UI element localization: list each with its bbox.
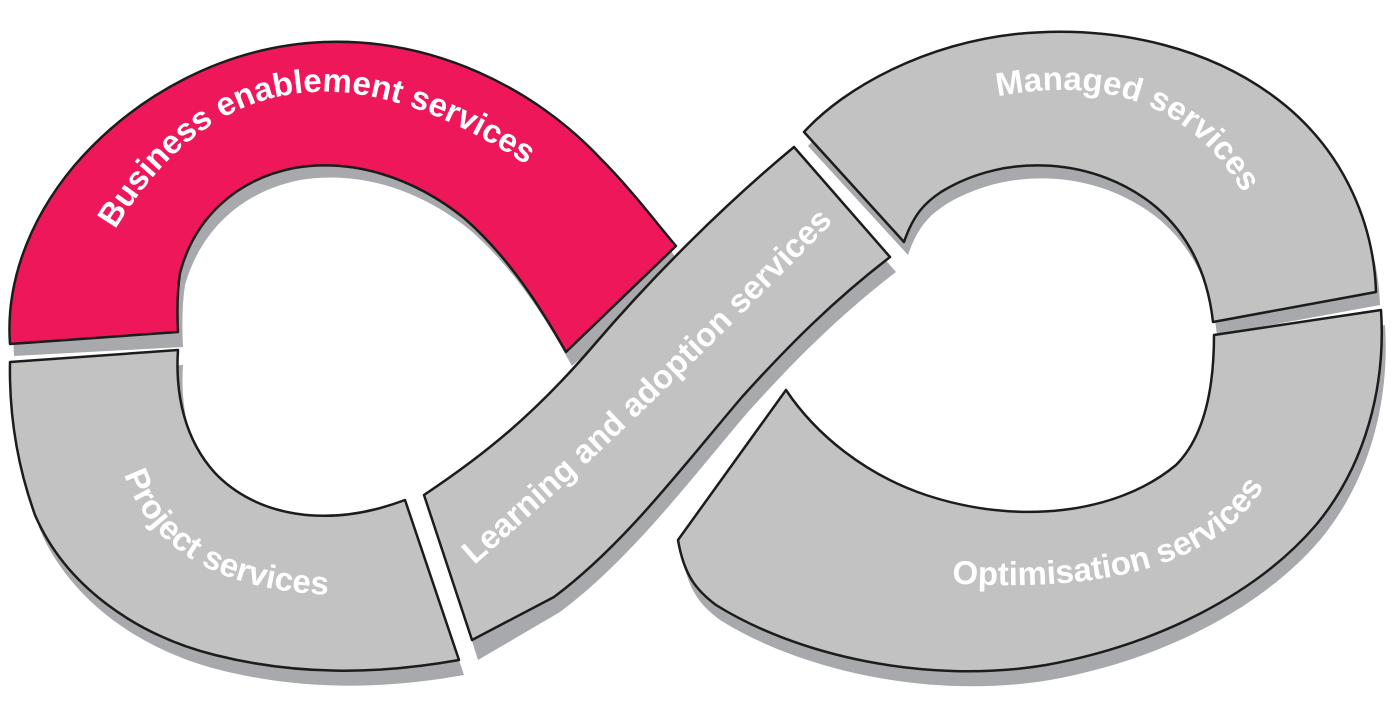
learning-adoption-shape[interactable]	[422, 145, 892, 642]
optimisation-shape[interactable]	[676, 308, 1383, 673]
managed-shape[interactable]	[802, 30, 1378, 324]
segment-project[interactable]: Project services	[8, 348, 461, 672]
segment-managed[interactable]: Managed services	[802, 30, 1378, 324]
project-shape[interactable]	[8, 348, 461, 672]
segment-business-enablement[interactable]: Business enablement services	[8, 40, 678, 354]
business-enablement-shape[interactable]	[8, 40, 678, 354]
